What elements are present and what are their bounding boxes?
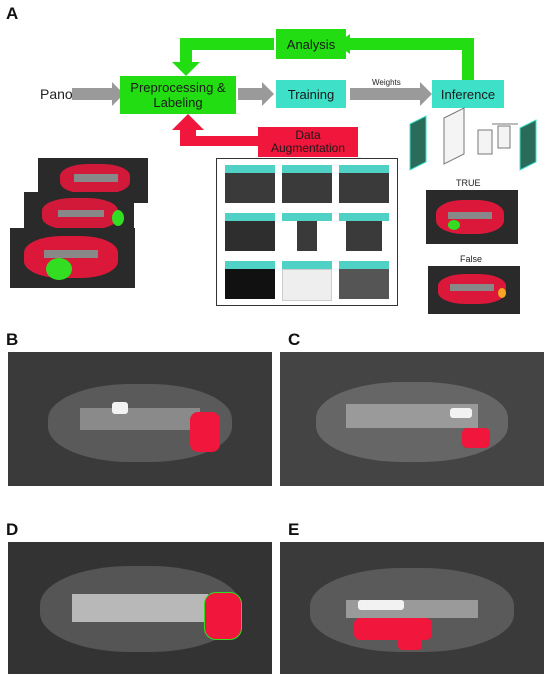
labeled-pano-3 — [10, 228, 135, 288]
augmentation-grid — [216, 158, 398, 306]
arrow-preprocessing-to-training — [238, 82, 274, 106]
arrow-analysis-to-preprocessing — [180, 38, 274, 62]
augmentation-box: Data Augmentation — [258, 127, 358, 157]
panel-d-xray — [8, 542, 272, 674]
panel-c-xray — [280, 352, 544, 486]
arrow-training-to-inference — [350, 82, 432, 106]
panel-b-xray — [8, 352, 272, 486]
panel-label-d: D — [6, 520, 19, 539]
panel-label-e: E — [288, 520, 300, 539]
panel-label-b: B — [6, 330, 19, 349]
training-box: Training — [276, 80, 346, 108]
arrow-pano-to-preprocessing — [72, 82, 124, 106]
panel-label-a: A — [6, 4, 19, 23]
network-diagram — [409, 107, 537, 171]
preprocessing-box: Preprocessing & Labeling — [120, 76, 236, 114]
true-result-image — [426, 190, 518, 244]
weights-label: Weights — [372, 78, 401, 87]
flow-arrows — [72, 34, 474, 146]
true-label: TRUE — [456, 178, 481, 188]
false-label: False — [460, 254, 483, 264]
panel-e-xray — [280, 542, 544, 674]
arrow-inference-up — [350, 38, 474, 82]
pano-label: Pano — [40, 86, 73, 102]
panel-label-c: C — [288, 330, 301, 349]
inference-box: Inference — [432, 80, 504, 108]
false-result-image — [428, 266, 520, 314]
arrow-augmentation-to-preprocessing — [190, 136, 258, 146]
analysis-box: Analysis — [276, 29, 346, 59]
